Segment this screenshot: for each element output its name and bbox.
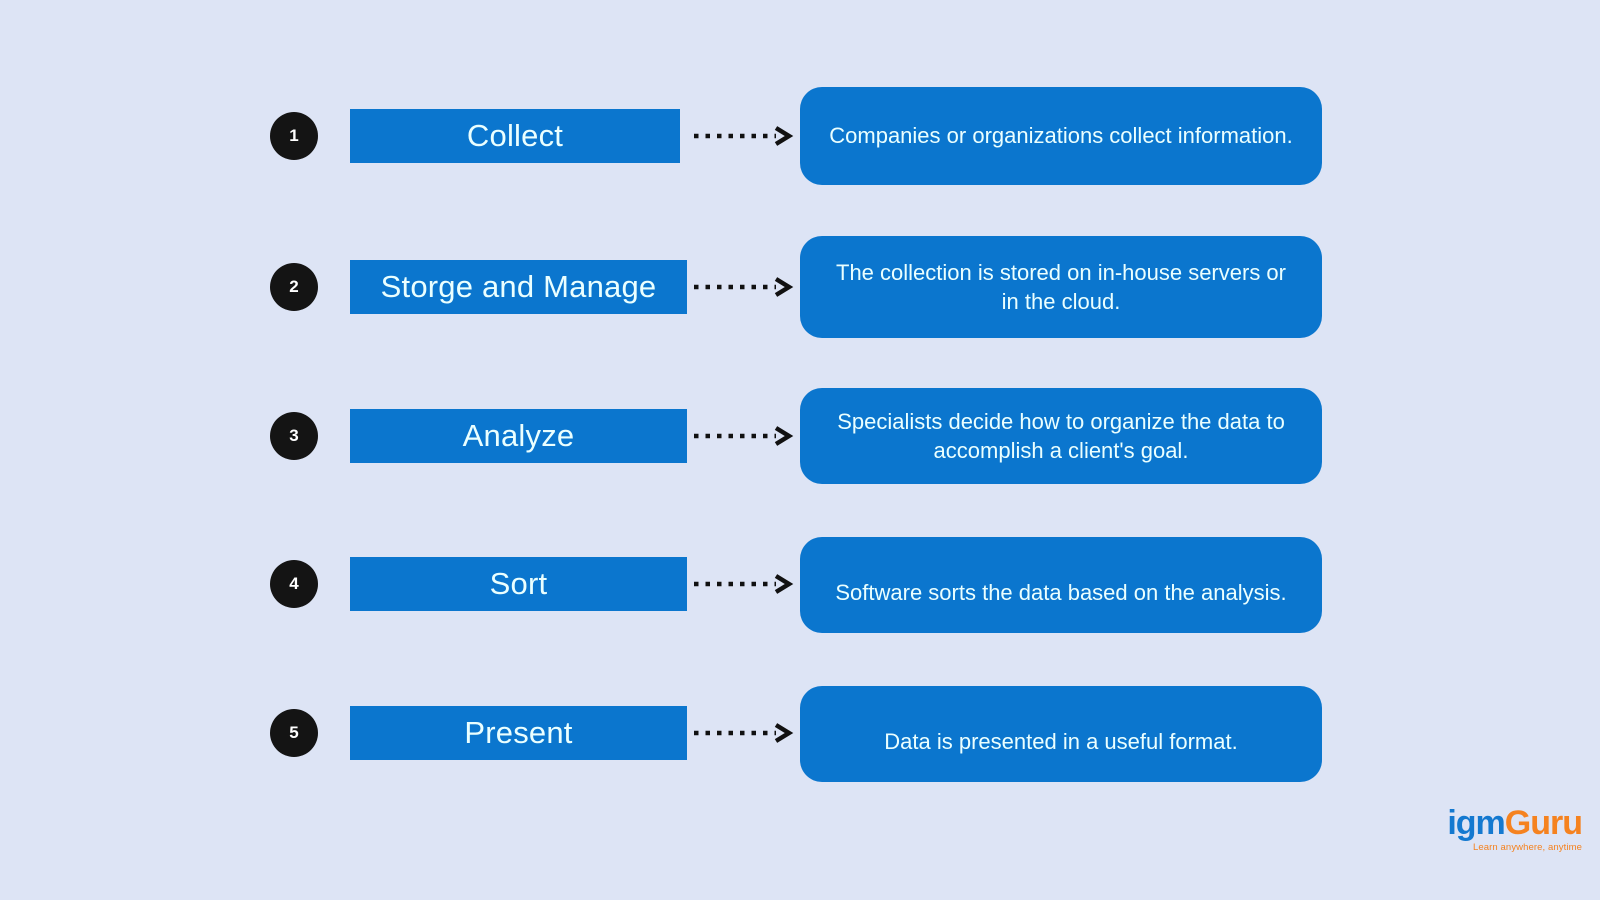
step-description-box[interactable]: Companies or organizations collect infor… [800,87,1322,185]
step-label-text: Analyze [462,418,575,453]
step-description-box[interactable]: Specialists decide how to organize the d… [800,388,1322,484]
step-number-badge: 3 [270,412,318,460]
step-description-text: Companies or organizations collect infor… [829,123,1293,149]
step-description-box[interactable]: Data is presented in a useful format. [800,686,1322,782]
step-label-text: Present [464,715,573,750]
step-number-label: 1 [289,126,299,145]
step-number-label: 2 [289,277,299,296]
step-description-text: Specialists decide how to organize the d… [837,408,1285,463]
dotted-arrow-right-icon [692,125,794,147]
step-label-text: Sort [489,566,548,601]
logo-wordmark-igm: igm [1447,803,1505,842]
step-number-label: 5 [289,723,299,742]
step-label-box[interactable]: Present [350,706,687,760]
step-label-box[interactable]: Collect [350,109,680,163]
step-number-badge: 1 [270,112,318,160]
step-label-text: Storge and Manage [380,269,657,304]
logo-wordmark-guru: Guru [1504,803,1583,842]
step-label-box[interactable]: Sort [350,557,687,611]
igmguru-logo: igmGuru Learn anywhere, anytime [1447,803,1583,853]
step-number-badge: 4 [270,560,318,608]
step-number-badge: 2 [270,263,318,311]
step-description-text: Software sorts the data based on the ana… [835,580,1287,606]
step-description-text: The collection is stored on in-house ser… [836,259,1286,314]
step-number-label: 3 [289,426,299,445]
dotted-arrow-right-icon [692,276,794,298]
dotted-arrow-right-icon [692,425,794,447]
dotted-arrow-right-icon [692,573,794,595]
step-label-box[interactable]: Storge and Manage [350,260,687,314]
step-label-text: Collect [466,118,564,153]
step-description-text: Data is presented in a useful format. [884,729,1238,755]
logo-tagline: Learn anywhere, anytime [1473,841,1582,853]
step-description-box[interactable]: Software sorts the data based on the ana… [800,537,1322,633]
logo-wordmark: igmGuru [1447,803,1583,842]
step-number-label: 4 [289,574,299,593]
step-description-box[interactable]: The collection is stored on in-house ser… [800,236,1322,338]
dotted-arrow-right-icon [692,722,794,744]
step-label-box[interactable]: Analyze [350,409,687,463]
step-number-badge: 5 [270,709,318,757]
